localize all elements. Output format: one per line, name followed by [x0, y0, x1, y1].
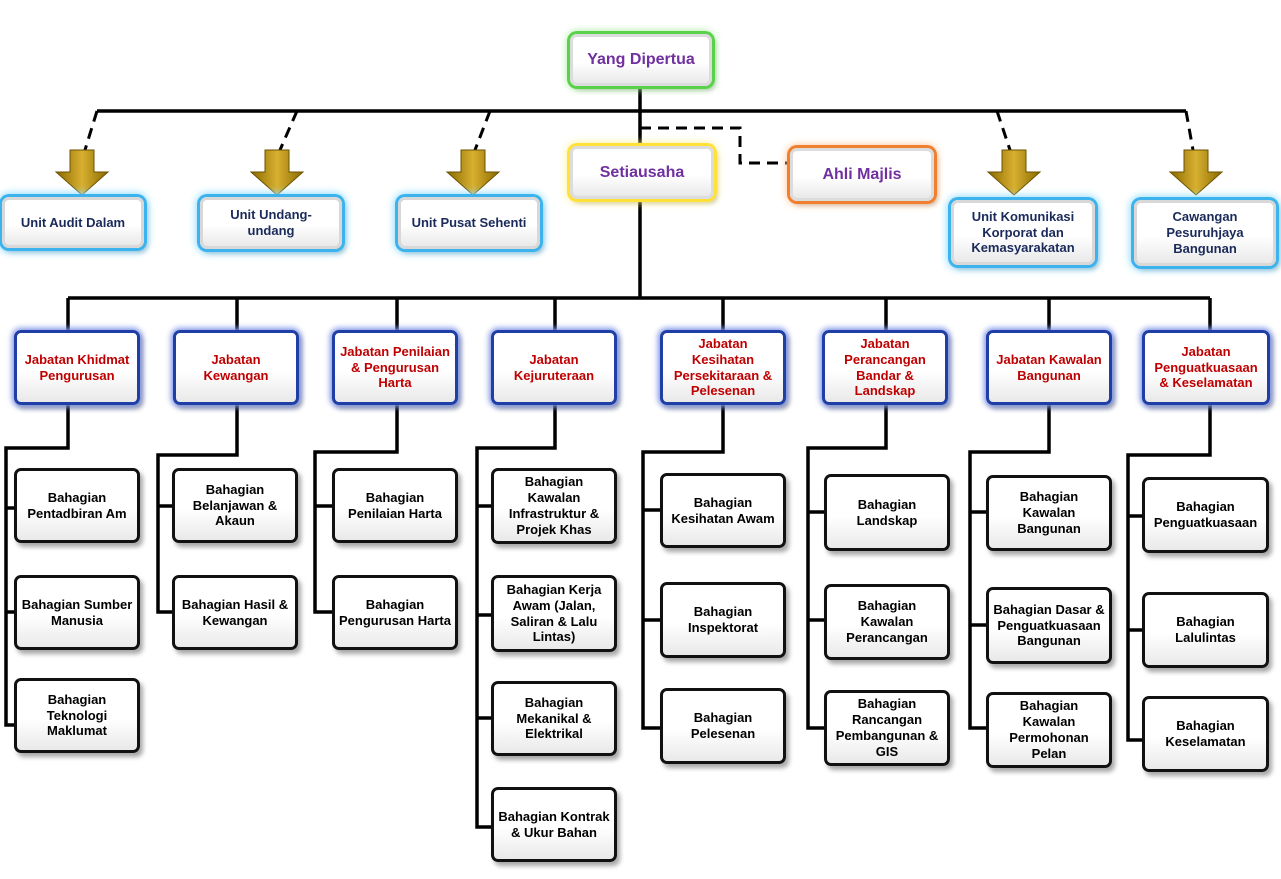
section-box: Bahagian Kawalan Permohonan Pelan	[986, 692, 1112, 768]
section-box: Bahagian Pentadbiran Am	[14, 468, 140, 543]
section-box: Bahagian Kawalan Infrastruktur & Projek …	[491, 468, 617, 544]
section-box: Bahagian Kawalan Perancangan	[824, 584, 950, 660]
section-box: Bahagian Penguatkuasaan	[1142, 477, 1269, 553]
section-box: Bahagian Belanjawan & Akaun	[172, 468, 298, 543]
section-box: Bahagian Kawalan Bangunan	[986, 475, 1112, 551]
section-box: Bahagian Keselamatan	[1142, 696, 1269, 772]
section-box: Bahagian Penilaian Harta	[332, 468, 458, 543]
dept-khidmat-pengurusan: Jabatan Khidmat Pengurusan	[14, 330, 140, 405]
section-box: Bahagian Landskap	[824, 474, 950, 551]
dept-kejuruteraan: Jabatan Kejuruteraan	[491, 330, 617, 405]
section-box: Bahagian Pengurusan Harta	[332, 575, 458, 650]
dept-penilaian-pengurusan-harta: Jabatan Penilaian & Pengurusan Harta	[332, 330, 458, 405]
section-box: Bahagian Dasar & Penguatkuasaan Bangunan	[986, 587, 1112, 664]
dept-kesihatan-persekitaraan: Jabatan Kesihatan Persekitaraan & Pelese…	[660, 330, 786, 405]
section-box: Bahagian Lalulintas	[1142, 592, 1269, 668]
dept-kewangan: Jabatan Kewangan	[173, 330, 299, 405]
section-box: Bahagian Kontrak & Ukur Bahan	[491, 787, 617, 862]
dept-perancangan-bandar: Jabatan Perancangan Bandar & Landskap	[822, 330, 948, 405]
section-box: Bahagian Pelesenan	[660, 688, 786, 764]
unit-undang-undang: Unit Undang-undang	[200, 197, 342, 249]
yang-dipertua-box: Yang Dipertua	[570, 34, 712, 86]
section-box: Bahagian Hasil & Kewangan	[172, 575, 298, 650]
section-box: Bahagian Kerja Awam (Jalan, Saliran & La…	[491, 575, 617, 652]
setiausaha-box: Setiausaha	[570, 146, 714, 199]
section-box: Bahagian Kesihatan Awam	[660, 473, 786, 548]
arrow-down-icon	[1168, 149, 1224, 196]
section-box: Bahagian Mekanikal & Elektrikal	[491, 681, 617, 756]
unit-pusat-sehenti: Unit Pusat Sehenti	[398, 197, 540, 249]
section-box: Bahagian Inspektorat	[660, 582, 786, 658]
arrow-down-icon	[54, 149, 110, 196]
arrow-down-icon	[986, 149, 1042, 196]
arrow-down-icon	[249, 149, 305, 196]
unit-komunikasi-korporat: Unit Komunikasi Korporat dan Kemasyaraka…	[951, 200, 1095, 265]
section-box: Bahagian Rancangan Pembangunan & GIS	[824, 690, 950, 766]
unit-audit-dalam: Unit Audit Dalam	[2, 197, 144, 248]
ahli-majlis-box: Ahli Majlis	[790, 148, 934, 201]
section-box: Bahagian Teknologi Maklumat	[14, 678, 140, 753]
cawangan-pesuruhjaya-bangunan: Cawangan Pesuruhjaya Bangunan	[1134, 200, 1276, 266]
arrow-down-icon	[445, 149, 501, 196]
dept-penguatkuasaan-keselamatan: Jabatan Penguatkuasaan & Keselamatan	[1142, 330, 1270, 405]
dept-kawalan-bangunan: Jabatan Kawalan Bangunan	[986, 330, 1112, 405]
section-box: Bahagian Sumber Manusia	[14, 575, 140, 650]
